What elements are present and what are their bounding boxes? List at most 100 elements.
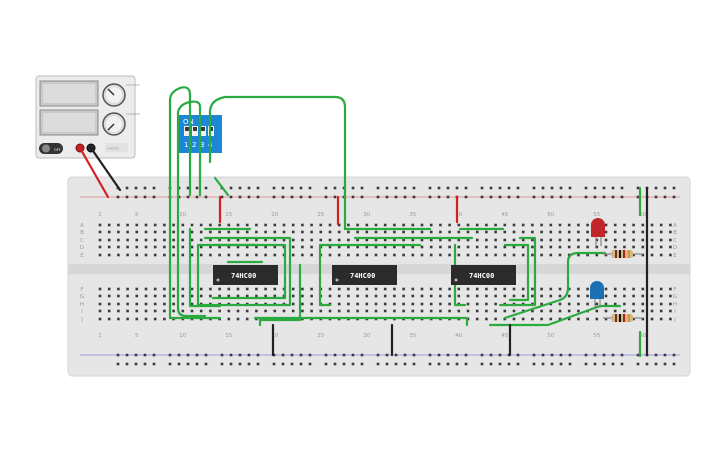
terminal-hole[interactable] [117, 223, 120, 227]
rail-top-2-hole[interactable] [516, 195, 520, 199]
terminal-hole[interactable] [669, 238, 672, 242]
terminal-hole[interactable] [475, 230, 479, 234]
rail-bottom-1-hole[interactable] [376, 353, 380, 357]
terminal-hole[interactable] [255, 294, 258, 298]
terminal-hole[interactable] [393, 230, 396, 234]
terminal-hole[interactable] [144, 238, 148, 242]
rail-top-2-hole[interactable] [134, 195, 138, 199]
terminal-hole[interactable] [255, 223, 258, 227]
terminal-hole[interactable] [577, 245, 580, 249]
rail-top-2-hole[interactable] [394, 195, 398, 199]
rail-top-2-hole[interactable] [541, 195, 545, 199]
terminal-hole[interactable] [98, 245, 102, 249]
terminal-hole[interactable] [273, 309, 277, 313]
terminal-hole[interactable] [659, 238, 663, 242]
terminal-hole[interactable] [494, 294, 497, 298]
rail-bottom-2-hole[interactable] [186, 362, 190, 366]
rail-bottom-2-hole[interactable] [559, 362, 563, 366]
terminal-hole[interactable] [429, 223, 433, 227]
rail-bottom-1-hole[interactable] [125, 353, 129, 357]
terminal-hole[interactable] [383, 230, 387, 234]
terminal-hole[interactable] [135, 294, 139, 298]
rail-bottom-2-hole[interactable] [584, 362, 588, 366]
terminal-hole[interactable] [255, 253, 258, 257]
terminal-hole[interactable] [402, 223, 405, 227]
rail-top-1-hole[interactable] [602, 186, 606, 190]
terminal-hole[interactable] [374, 309, 378, 313]
rail-bottom-2-hole[interactable] [464, 362, 468, 366]
terminal-hole[interactable] [301, 223, 304, 227]
terminal-hole[interactable] [264, 294, 267, 298]
terminal-hole[interactable] [577, 287, 580, 291]
terminal-hole[interactable] [466, 294, 470, 298]
terminal-hole[interactable] [135, 309, 139, 313]
rail-bottom-2-hole[interactable] [134, 362, 138, 366]
terminal-hole[interactable] [632, 309, 635, 313]
terminal-hole[interactable] [595, 317, 599, 321]
terminal-hole[interactable] [659, 309, 663, 313]
terminal-hole[interactable] [383, 302, 387, 306]
rail-bottom-1-hole[interactable] [480, 353, 484, 357]
rail-bottom-2-hole[interactable] [168, 362, 172, 366]
terminal-hole[interactable] [586, 253, 589, 257]
terminal-hole[interactable] [411, 223, 415, 227]
rail-bottom-2-hole[interactable] [238, 362, 242, 366]
terminal-hole[interactable] [310, 302, 313, 306]
rail-top-1-hole[interactable] [143, 186, 147, 190]
terminal-hole[interactable] [163, 223, 166, 227]
terminal-hole[interactable] [383, 223, 387, 227]
terminal-hole[interactable] [301, 238, 304, 242]
terminal-hole[interactable] [439, 223, 442, 227]
terminal-hole[interactable] [521, 253, 525, 257]
rail-top-2-hole[interactable] [532, 195, 536, 199]
terminal-hole[interactable] [439, 253, 442, 257]
terminal-hole[interactable] [181, 230, 185, 234]
rail-bottom-1-hole[interactable] [152, 353, 156, 357]
rail-bottom-1-hole[interactable] [299, 353, 303, 357]
terminal-hole[interactable] [245, 317, 249, 321]
rail-bottom-2-hole[interactable] [437, 362, 441, 366]
terminal-hole[interactable] [457, 287, 461, 291]
terminal-hole[interactable] [567, 238, 571, 242]
terminal-hole[interactable] [475, 287, 479, 291]
rail-bottom-1-hole[interactable] [195, 353, 199, 357]
terminal-hole[interactable] [429, 245, 433, 249]
terminal-hole[interactable] [163, 230, 166, 234]
terminal-hole[interactable] [126, 253, 129, 257]
terminal-hole[interactable] [310, 230, 313, 234]
terminal-hole[interactable] [107, 238, 111, 242]
rail-top-1-hole[interactable] [464, 186, 468, 190]
rail-bottom-1-hole[interactable] [412, 353, 416, 357]
terminal-hole[interactable] [503, 238, 507, 242]
rail-top-2-hole[interactable] [308, 195, 312, 199]
terminal-hole[interactable] [135, 253, 139, 257]
resistor-2[interactable] [603, 314, 643, 322]
terminal-hole[interactable] [245, 238, 249, 242]
terminal-hole[interactable] [623, 309, 626, 313]
rail-top-1-hole[interactable] [507, 186, 511, 190]
rail-top-2-hole[interactable] [498, 195, 502, 199]
rail-bottom-1-hole[interactable] [394, 353, 398, 357]
terminal-hole[interactable] [328, 230, 332, 234]
power-supply[interactable]: VOLTAGE CURRENT OFF LIMITED [35, 75, 141, 159]
rail-bottom-2-hole[interactable] [220, 362, 224, 366]
terminal-hole[interactable] [227, 294, 231, 298]
terminal-hole[interactable] [650, 317, 654, 321]
terminal-hole[interactable] [475, 223, 479, 227]
terminal-hole[interactable] [117, 309, 120, 313]
terminal-hole[interactable] [107, 294, 111, 298]
rail-top-1-hole[interactable] [550, 186, 554, 190]
terminal-hole[interactable] [632, 302, 635, 306]
terminal-hole[interactable] [577, 253, 580, 257]
terminal-hole[interactable] [218, 287, 221, 291]
rail-bottom-1-hole[interactable] [256, 353, 260, 357]
terminal-hole[interactable] [337, 302, 341, 306]
rail-bottom-2-hole[interactable] [247, 362, 251, 366]
terminal-hole[interactable] [356, 309, 359, 313]
terminal-hole[interactable] [448, 245, 451, 249]
terminal-hole[interactable] [107, 230, 111, 234]
terminal-hole[interactable] [466, 287, 470, 291]
terminal-hole[interactable] [669, 287, 672, 291]
terminal-hole[interactable] [328, 245, 332, 249]
terminal-hole[interactable] [531, 317, 534, 321]
